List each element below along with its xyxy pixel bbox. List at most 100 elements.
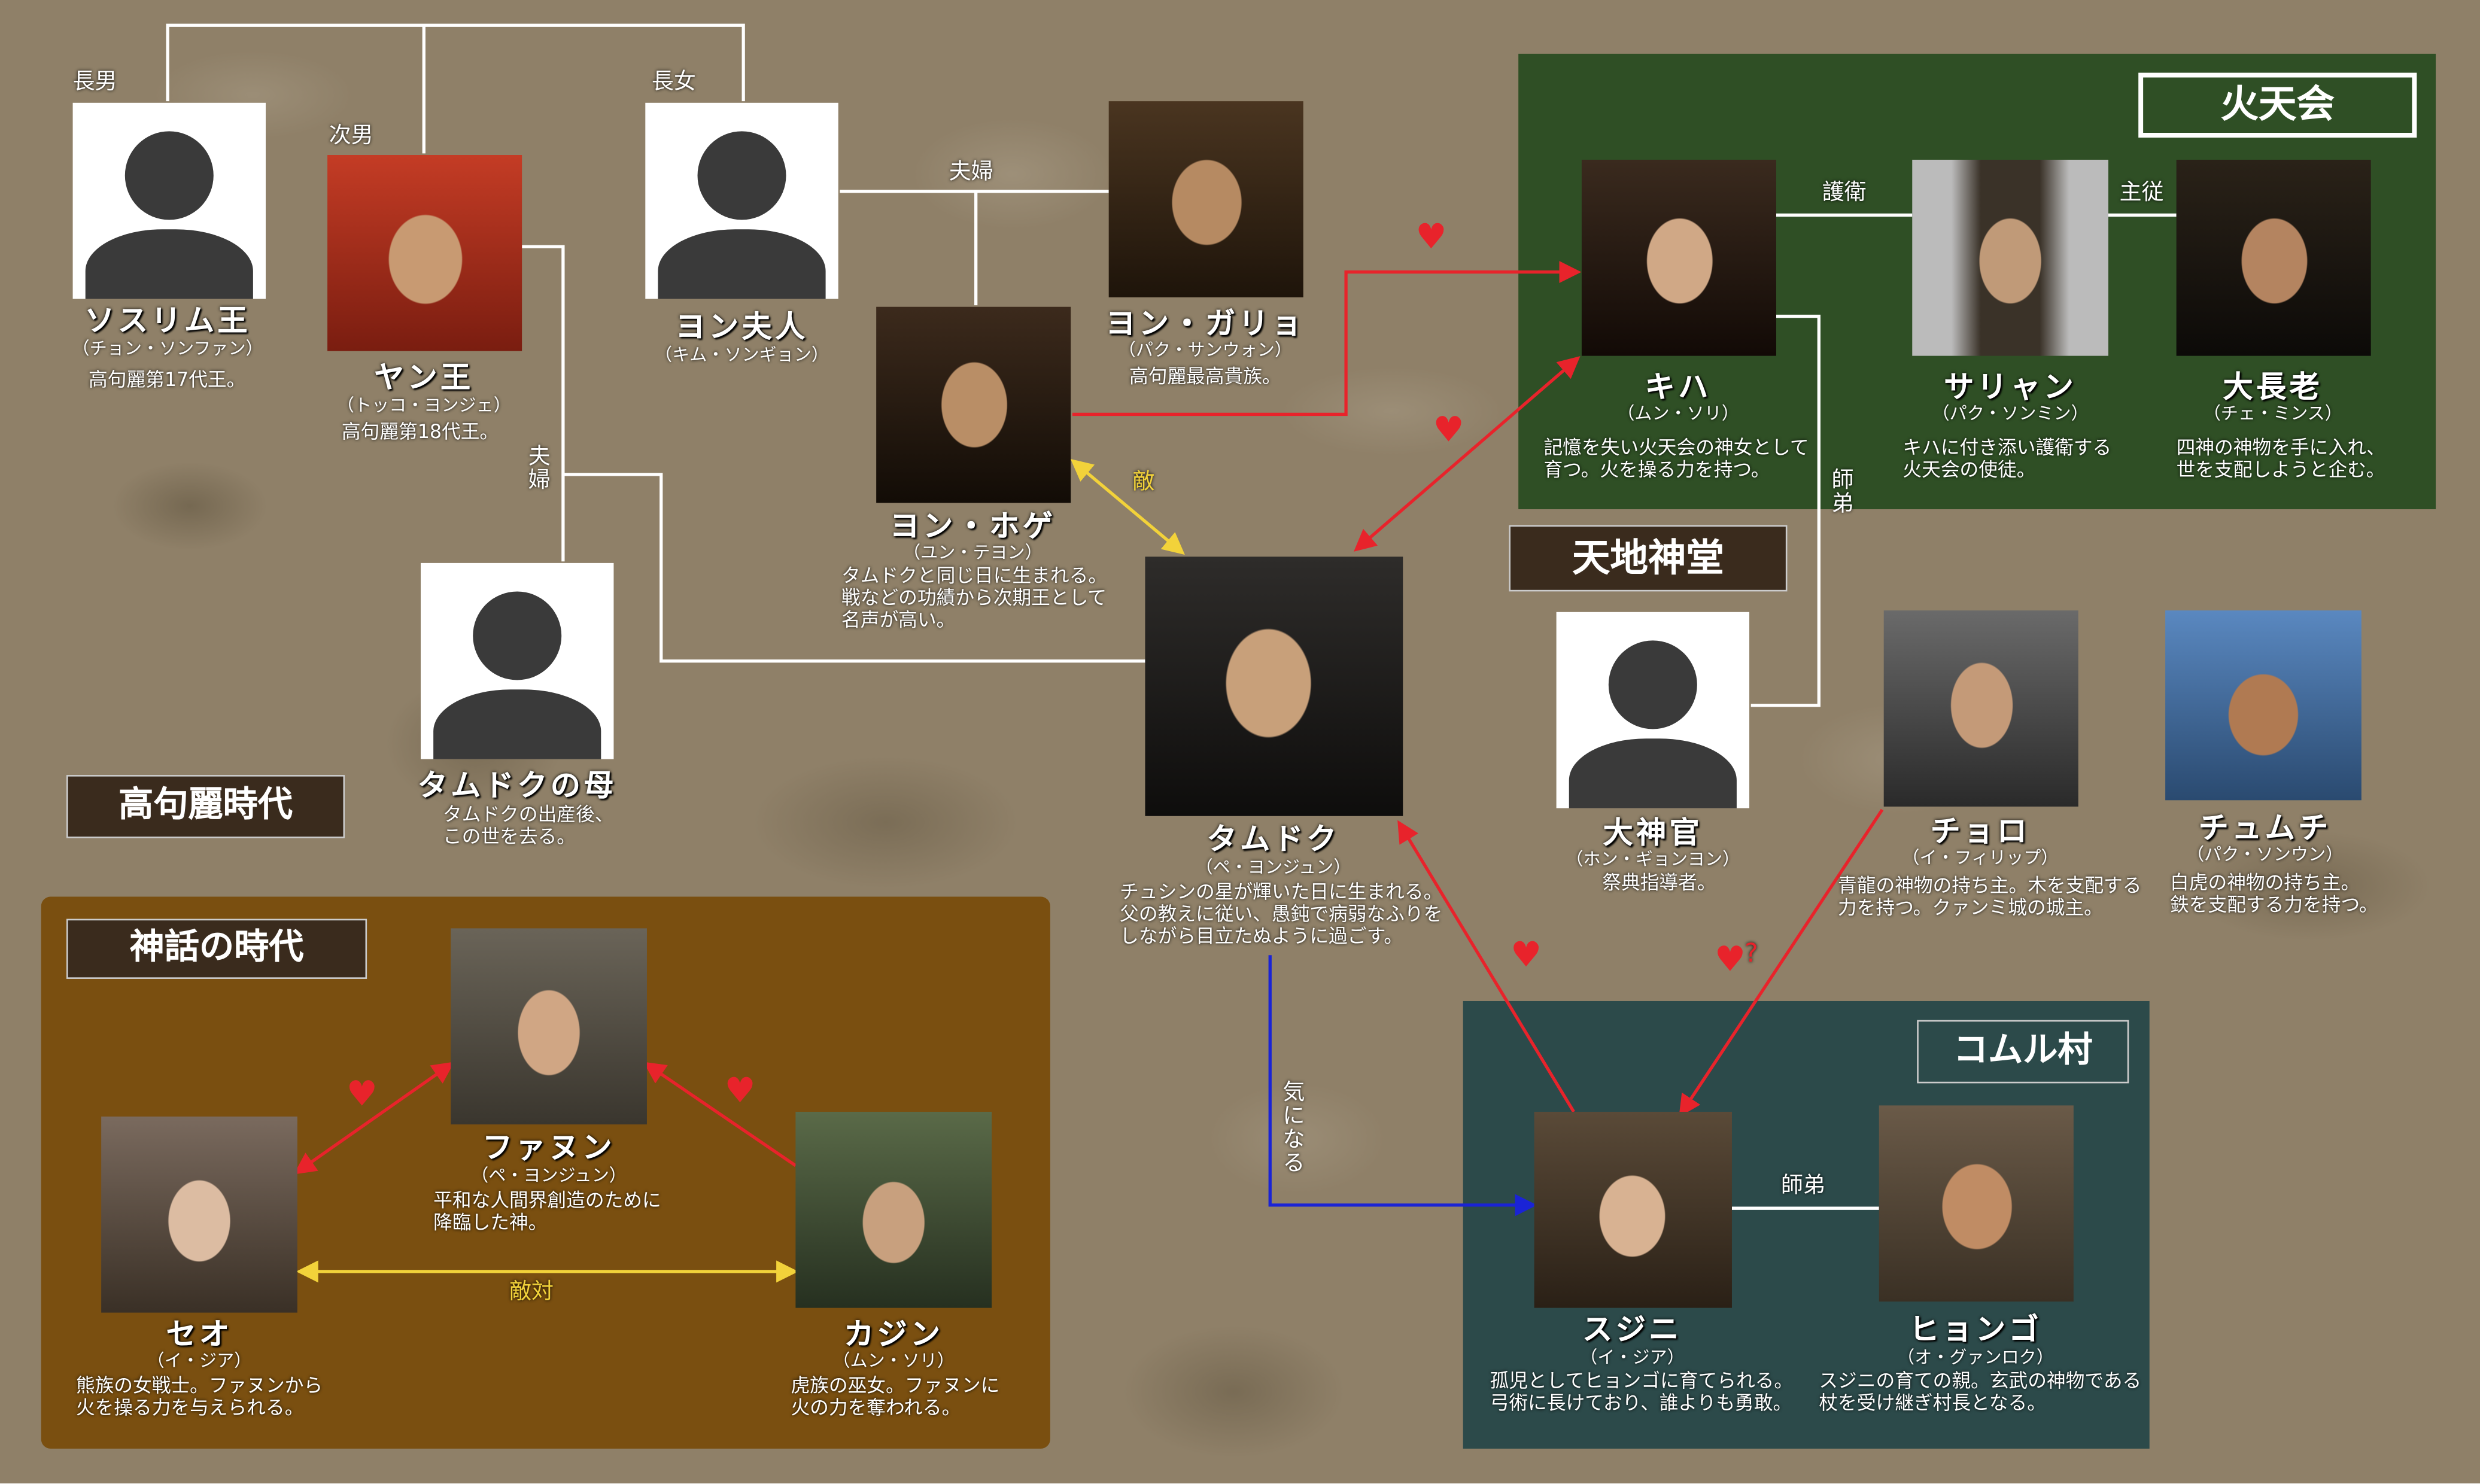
heart-icon: ♥ xyxy=(724,1072,756,1112)
concerned-label: 気になる xyxy=(1282,1080,1305,1177)
sarian-actor: （パク・ソンミン） xyxy=(1932,403,2089,424)
kiha-actor: （ムン・ソリ） xyxy=(1617,403,1739,424)
family-line-top-bar xyxy=(166,23,745,102)
yeon-hoge-desc: タムドクと同じ日に生まれる。 戦などの功績から次期王として 名声が高い。 xyxy=(841,564,1108,631)
love-arrow-seo-hwanung xyxy=(293,1062,455,1175)
yeon-gario-name: ヨン・ガリョ xyxy=(1105,306,1305,342)
cheoro-actor: （イ・フィリップ） xyxy=(1902,847,2059,868)
cheoro-portrait xyxy=(1883,610,2078,807)
person-silhouette-icon xyxy=(124,131,214,220)
goguryeo-era-label: 高句麗時代 xyxy=(66,775,345,838)
second-son-label: 次男 xyxy=(329,123,373,149)
heart-icon: ♥ xyxy=(346,1075,378,1115)
hwanung-portrait xyxy=(451,928,647,1125)
love-question-mark: ? xyxy=(1744,938,1758,968)
daeshingwan-portrait xyxy=(1556,612,1750,808)
tamdeok-mother-desc: タムドクの出産後、 この世を去る。 xyxy=(443,803,614,848)
tamdeok-actor: （ペ・ヨンジュン） xyxy=(1195,857,1351,878)
love-arrow-sujini-tamdeok xyxy=(1397,820,1575,1113)
eldest-son-label: 長男 xyxy=(72,69,117,95)
heart-icon: ♥ xyxy=(1510,936,1542,976)
couple-label-top: 夫婦 xyxy=(949,159,993,186)
yeon-gario-desc: 高句麗最高貴族。 xyxy=(1129,365,1281,388)
couple-label-side: 夫婦 xyxy=(528,444,551,494)
cheoro-desc: 青龍の神物の持ち主。木を支配する 力を持つ。クァンミ城の城主。 xyxy=(1838,874,2142,919)
daeshingwan-actor: （ホン・ギョンヨン） xyxy=(1566,849,1740,870)
hwanung-desc: 平和な人間界創造のために 降臨した神。 xyxy=(433,1189,661,1234)
concern-arrow-tamdeok-sujini xyxy=(1268,955,1537,1217)
kajin-name: カジン xyxy=(843,1317,944,1352)
yang-desc: 高句麗第18代王。 xyxy=(341,421,499,443)
yeon-hoge-actor: （ユン・テヨン） xyxy=(903,542,1043,563)
yeon-gario-portrait xyxy=(1108,101,1303,297)
seo-name: セオ xyxy=(166,1317,233,1352)
heart-icon: ♥ xyxy=(1714,941,1746,981)
person-silhouette-icon xyxy=(1608,640,1697,729)
daejangro-portrait xyxy=(2176,159,2371,356)
seo-actor: （イ・ジア） xyxy=(147,1351,252,1372)
tamdeok-portrait xyxy=(1145,556,1403,816)
yeon-wife-actor: （キム・ソンギョン） xyxy=(655,345,829,366)
yeon-gario-actor: （パク・サンウォン） xyxy=(1118,340,1292,361)
person-silhouette-icon xyxy=(473,591,562,680)
kajin-portrait xyxy=(795,1111,992,1308)
tamdeok-name: タムドク xyxy=(1206,822,1340,857)
line-to-tamdeok xyxy=(563,473,1145,663)
heart-icon: ♥ xyxy=(1415,218,1447,258)
jumuchi-portrait xyxy=(2165,610,2362,801)
yang-actor: （トッコ・ヨンジェ） xyxy=(336,395,511,416)
rivalry-label: 敵対 xyxy=(509,1279,554,1305)
enemy-label: 敵 xyxy=(1132,469,1155,495)
myth-era-label: 神話の時代 xyxy=(66,919,367,979)
seo-portrait xyxy=(101,1116,297,1313)
heart-icon: ♥ xyxy=(1433,411,1464,451)
guard-label: 護衛 xyxy=(1822,180,1867,206)
sosurim-desc: 高句麗第17代王。 xyxy=(89,368,246,391)
tamdeok-mother-name: タムドクの母 xyxy=(417,768,617,804)
love-arrow-hoge-kiha xyxy=(1072,261,1582,416)
tamdeok-desc: チュシンの星が輝いた日に生まれる。 父の教えに従い、愚鈍で病弱なふりを しながら… xyxy=(1120,881,1443,948)
seo-desc: 熊族の女戦士。ファヌンから 火を操る力を与えられる。 xyxy=(75,1374,323,1419)
sujini-portrait xyxy=(1534,1111,1732,1308)
love-arrow-cheoro-sujini xyxy=(1679,808,1884,1117)
jumuchi-actor: （パク・ソンウン） xyxy=(2187,844,2344,865)
love-arrow-kajin-hwanung xyxy=(643,1062,797,1167)
kajin-actor: （ムン・ソリ） xyxy=(832,1351,955,1372)
daeshingwan-name: 大神官 xyxy=(1603,816,1703,851)
hyeongo-desc: スジニの育ての親。玄武の神物である 杖を受け継ぎ村長となる。 xyxy=(1819,1369,2142,1414)
yeon-hoge-name: ヨン・ホゲ xyxy=(889,509,1056,545)
hwanung-name: ファヌン xyxy=(482,1130,616,1166)
rival-arrow-hoge-tamdeok xyxy=(1070,458,1185,555)
daeshingwan-desc: 祭典指導者。 xyxy=(1602,871,1716,894)
disciple-line-kiha xyxy=(1750,314,1821,707)
daejangro-name: 大長老 xyxy=(2223,370,2323,405)
yang-portrait xyxy=(327,155,522,351)
sarian-name: サリャン xyxy=(1944,370,2077,405)
sosurim-actor: （チョン・ソンファン） xyxy=(72,338,263,359)
master-servant-label: 主従 xyxy=(2119,180,2164,206)
disciple-label-kiha: 師弟 xyxy=(1831,468,1854,518)
tamdeok-mother-portrait xyxy=(421,562,614,759)
hyeongo-name: ヒョンゴ xyxy=(1908,1312,2042,1348)
yeon-wife-name: ヨン夫人 xyxy=(675,310,809,345)
kiha-desc: 記憶を失い火天会の神女として 育つ。火を操る力を持つ。 xyxy=(1543,436,1809,481)
sarian-portrait xyxy=(1912,159,2108,356)
yang-name: ヤン王 xyxy=(374,360,474,396)
kajin-desc: 虎族の巫女。ファヌンに 火の力を奪われる。 xyxy=(791,1374,1000,1419)
sujini-actor: （イ・ジア） xyxy=(1580,1347,1685,1369)
jumuchi-name: チュムチ xyxy=(2198,811,2332,846)
sarian-desc: キハに付き添い護衛する 火天会の使徒。 xyxy=(1902,436,2112,481)
sujini-name: スジニ xyxy=(1582,1312,1682,1348)
love-arrow-kiha-tamdeok xyxy=(1354,356,1581,552)
hwachunhoe-label: 火天会 xyxy=(2138,72,2417,138)
jumuchi-desc: 白虎の神物の持ち主。 鉄を支配する力を持つ。 xyxy=(2170,871,2378,916)
kiha-name: キハ xyxy=(1645,370,1712,405)
tenchishindo-label: 天地神堂 xyxy=(1509,525,1788,592)
yeon-wife-portrait xyxy=(645,102,838,299)
hyeongo-portrait xyxy=(1879,1105,2074,1302)
cheoro-name: チョロ xyxy=(1930,814,2031,850)
kiha-portrait xyxy=(1581,159,1776,356)
eldest-daughter-label: 長女 xyxy=(651,69,696,95)
